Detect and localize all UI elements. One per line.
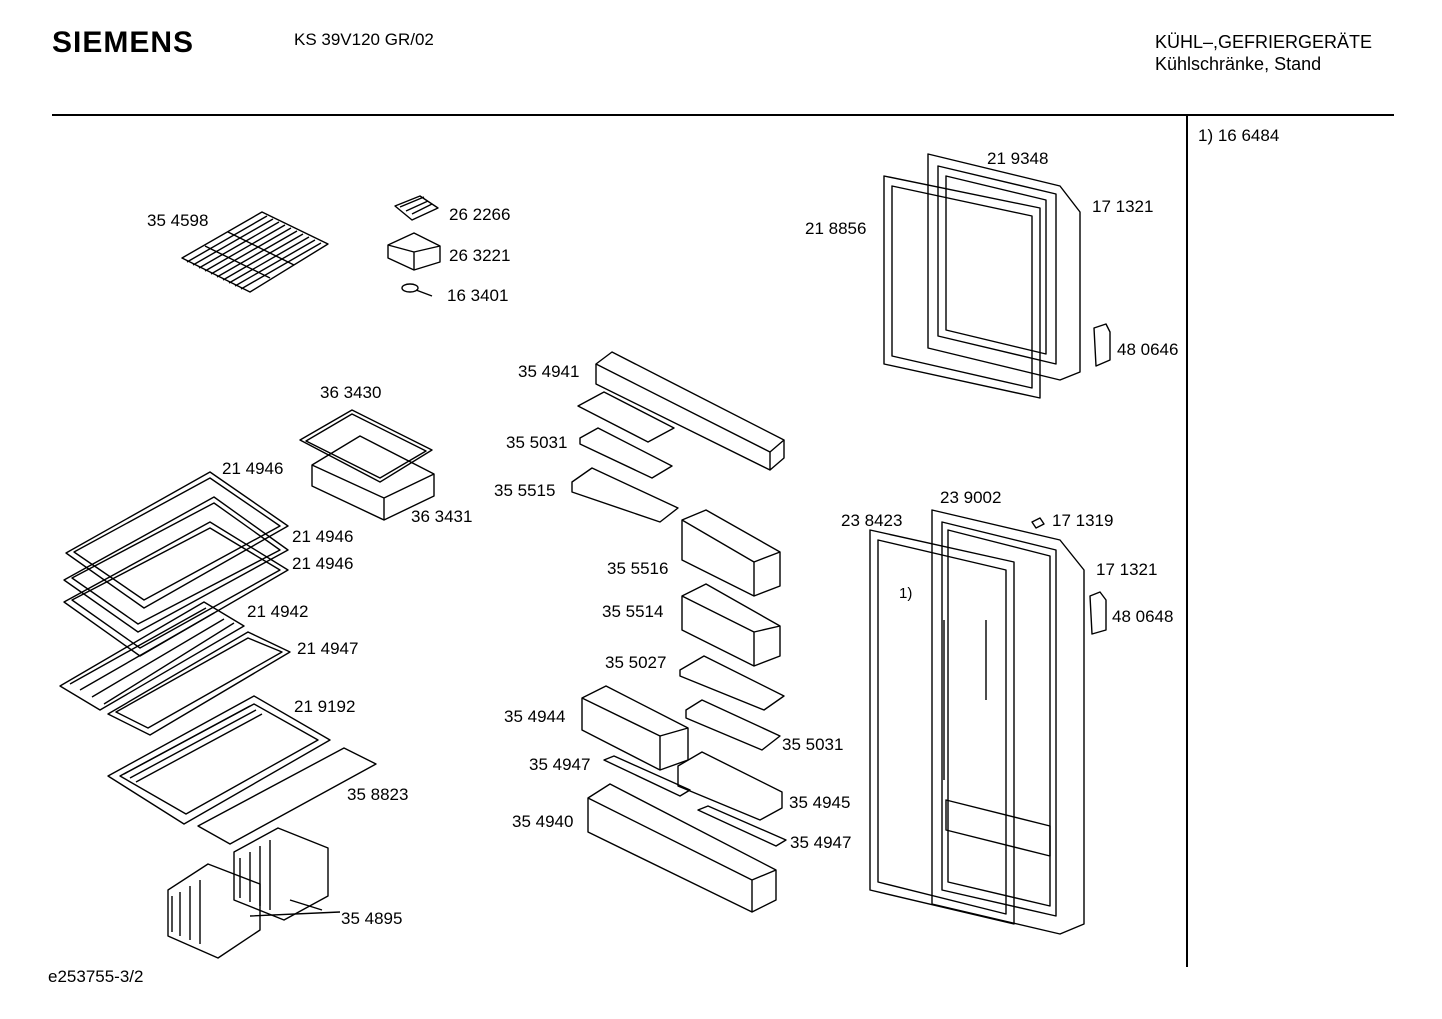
vegetable-cover-drawing [107,695,377,845]
scoop-drawing [401,283,433,297]
part-label: 48 0648 [1112,607,1174,626]
part-label: 17 1319 [1052,511,1114,530]
part-label: 35 4945 [789,793,851,812]
part-label: 35 4940 [512,812,574,831]
part-label: 17 1321 [1092,197,1154,216]
part-label: 35 5031 [506,433,568,452]
part-label: 35 5514 [602,602,664,621]
part-label: 35 5031 [782,735,844,754]
part-label: 23 8423 [841,511,903,530]
part-label: 21 8856 [805,219,867,238]
part-label: 21 4942 [247,602,309,621]
vegetable-bins-drawing [167,827,341,959]
brand-logo: SIEMENS [52,26,195,59]
side-note: 1) 16 6484 [1198,126,1280,145]
wire-shelf-drawing [181,211,329,293]
part-label: 21 4946 [222,459,284,478]
part-label: 36 3431 [411,507,473,526]
part-label: 23 9002 [940,488,1002,507]
part-label: 17 1321 [1096,560,1158,579]
part-label: 26 2266 [449,205,511,224]
glass-shelves-drawing [59,471,291,736]
door-racks-drawing [571,351,787,913]
part-label: 35 4895 [341,909,403,928]
ice-cube-tray-drawing [394,195,439,221]
part-label: 35 4947 [790,833,852,852]
part-label: 16 3401 [447,286,509,305]
category-title: KÜHL–,GEFRIERGERÄTE [1155,32,1373,52]
part-label: 48 0646 [1117,340,1179,359]
part-label: 35 4947 [529,755,591,774]
part-label: 21 9192 [294,697,356,716]
part-label: 21 4946 [292,527,354,546]
part-label: 35 4598 [147,211,209,230]
part-label: 36 3430 [320,383,382,402]
part-label: 35 5516 [607,559,669,578]
storage-box-drawing [387,232,441,271]
crisper-drawer-drawing [299,409,435,521]
part-label: 26 3221 [449,246,511,265]
footnote-reference: 1) [899,585,913,602]
header-rule [52,114,1394,116]
drawing-code: e253755-3/2 [48,967,144,986]
part-label: 21 4947 [297,639,359,658]
category-subtitle: Kühlschränke, Stand [1155,54,1322,74]
part-label: 35 4941 [518,362,580,381]
part-label: 21 9348 [987,149,1049,168]
part-label: 35 8823 [347,785,409,804]
part-label: 35 5027 [605,653,667,672]
freezer-door-drawing [883,153,1111,399]
part-label: 35 5515 [494,481,556,500]
part-label: 21 4946 [292,554,354,573]
part-label: 35 4944 [504,707,566,726]
side-divider [1186,116,1188,967]
fridge-door-drawing [869,509,1107,935]
model-number: KS 39V120 GR/02 [294,30,434,49]
